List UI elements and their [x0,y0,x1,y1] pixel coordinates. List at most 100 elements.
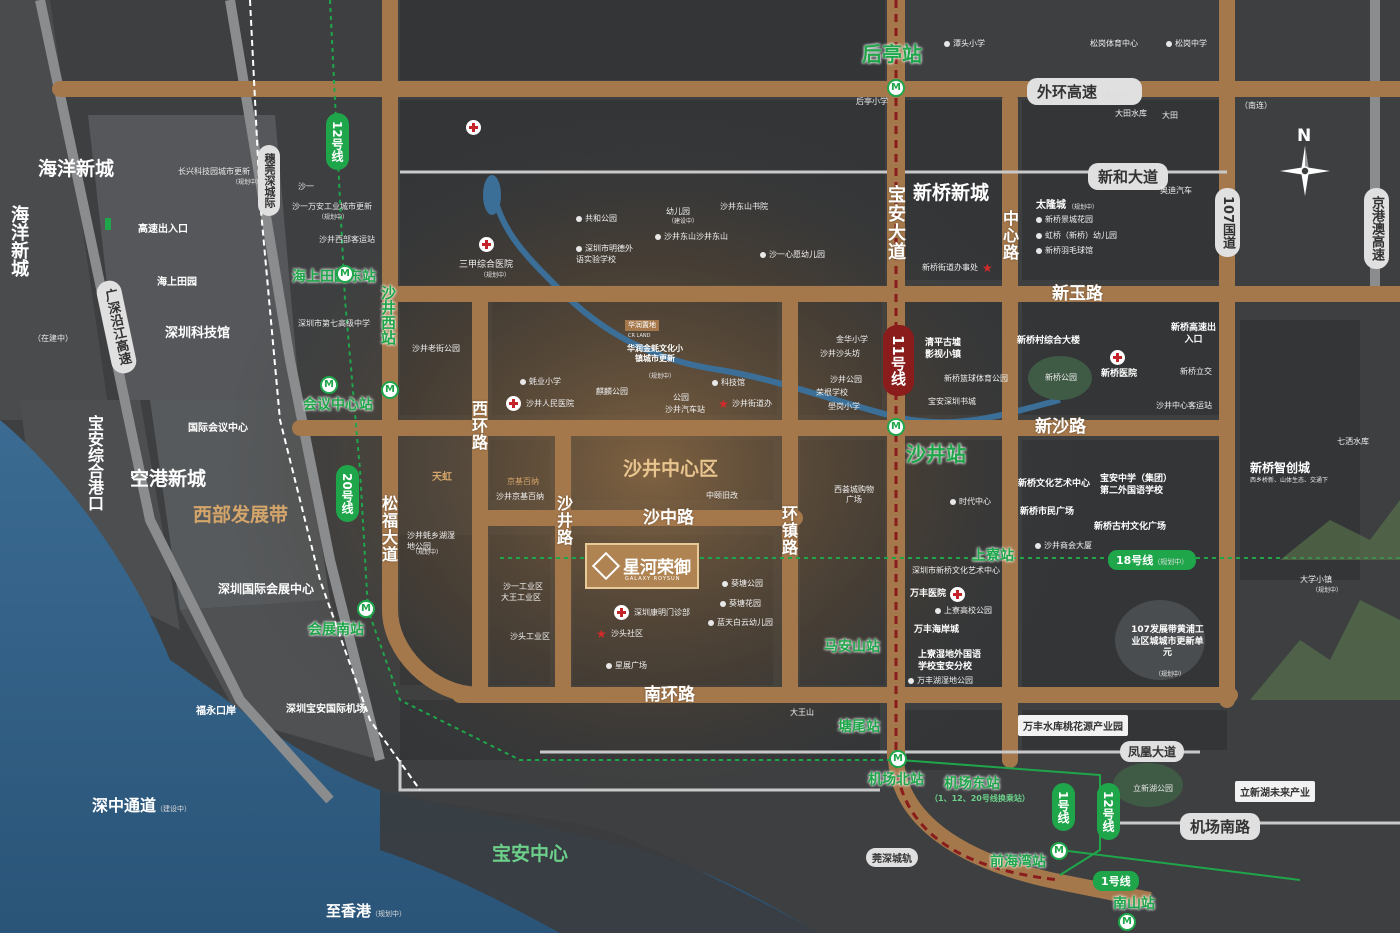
poi-jinhua: 金华小学 [836,335,868,344]
poi-taipu: 太隆城 [1036,200,1066,211]
poi-shangliao-foreign: 上寮湿地外国语学校宝安分校 [918,650,982,672]
poi-guangyuan: 沙一工业区 [503,582,543,591]
gaosu-exit-icon: ▮ [105,218,111,230]
poi-gaosu-exit: 高速出入口 [138,224,188,235]
poi-tech-museum: 深圳科技馆 [165,326,231,341]
poi-xinqiao-lan: 新桥篮球体育公园 [944,374,1008,383]
huarun-logo-en: CR LAND [628,333,651,339]
poi-fuyong-port: 福永口岸 [196,706,236,717]
poi-badminton: 新桥羽毛球馆 [1036,247,1093,255]
baoan-coast [380,790,820,933]
poi-xingzhan: 星展广场 [606,662,647,670]
road-jichang-nan: 机场南路 [1180,813,1261,840]
compass-rose-icon [1280,146,1330,196]
poi-xinyi-kinder: 沙一心愿幼儿园 [760,251,825,259]
road-huanzhen: 环镇路 [779,505,798,556]
poi-shajing-xibu: 沙井西部客运站 [319,235,375,244]
lake [483,175,501,215]
poi-shajing-bus: 沙井中心客运站 [1156,401,1212,410]
poi-shayiqiao: 沙井蚝乡湖湿地公园 [407,531,455,552]
project-xinghe-rongyu[interactable]: 星河荣御 GALAXY ROYSUN [585,543,699,589]
poi-xi-mall: 西荟城购物广场 [834,485,874,505]
poi-shajing-shang: 沙井商会大厦 [1035,542,1092,550]
poi-shayi-p: 沙一 [298,182,314,191]
station-jichang-bei: 机场北站 [868,772,924,788]
poi-no7-high: 深圳市第七高级中学 [298,319,370,328]
lixin-park-area [1113,763,1183,807]
road-xihuan: 西环路 [469,400,488,451]
poi-xinqiao-gym: 新桥景城花园 [1036,216,1093,224]
station-jichang-dong-note: （1、12、20号线换乘站） [930,794,1030,803]
poi-wanghuang: 壆岗小学 [828,402,860,411]
station-haishang: 海上田园东站 [292,269,376,285]
poi-shayi: 沙一万安工业城市更新 [292,202,372,211]
poi-hk-gaosu: （南连） [1240,101,1272,110]
hospital-icon-min [506,396,521,411]
station-nanshan: 南山站 [1113,896,1155,912]
area-konggang: 空港新城 [130,468,207,490]
poi-shatou-gong: 沙头工业区 [510,632,550,641]
poi-wenyue: 潭头小学 [944,40,985,48]
metro-icon-haishang: M [336,265,354,283]
station-huizhan-nan: 会展南站 [308,622,364,638]
haiyang-block [88,115,300,400]
poi-xinqiao-hosp: 新桥医院 [1101,369,1138,379]
area-haiyang-v: 海洋新城 [8,205,30,277]
area-zhichuang: 新桥智创城 [1250,461,1311,475]
metro-icon-jichangbei: M [889,750,907,768]
area-haiyang: 海洋新城 [38,158,115,180]
poi-kuitang-garden: 葵塘花园 [720,600,761,608]
poi-xinqiao-gu: 新桥古村文化广场 [1094,522,1167,532]
poi-rongzhong: 荣根学校 [816,388,848,397]
poi-xinqiao-exit: 新桥高速出入口 [1171,323,1217,345]
metro-icon-qianhai: M [1050,842,1068,860]
hospital-icon-1 [466,120,481,135]
line12b-badge: 12号线 [1097,783,1120,840]
hospital-icon-xinqiao [1110,350,1125,365]
guanshen-badge: 莞深城轨 [866,848,918,867]
station-houting: 后亭站 [862,42,922,66]
poi-qilin-park: 麒麟公园 [596,387,628,396]
poi-daxue: 大学小镇 [1300,575,1332,584]
line12-badge: 12号线 [326,113,349,170]
metro-icon-huizhan: M [357,600,375,618]
poi-lanbai: 蓝天白云幼儿园 [708,619,773,627]
poi-xinqiao-art: 新桥文化艺术中心 [1018,479,1091,489]
hospital-icon-wanfeng [950,587,965,602]
main-roads [52,0,1400,768]
station-shangliao: 上寮站 [972,548,1014,564]
road-shenzhong: 深中通道（建设中） [92,796,192,815]
poi-tianhong: 天虹 [432,472,452,483]
area-xinqiao: 新桥新城 [913,182,990,204]
poi-dawang: 大王山 [790,708,814,717]
hospital-icon-sanjia [479,237,494,252]
poi-sanjia-note: （规划中） [480,272,511,279]
poi-sanjia: 三甲综合医院 [459,260,514,270]
suiguan-badge: 穗莞深城际 [258,145,280,216]
poi-aoti: 奥迪汽车 [1160,186,1192,195]
poi-jinghe: 沙井京基百纳 [496,492,544,501]
poi-haishang-park: 海上田园 [157,277,197,288]
baoan-dadao-end [888,759,1152,908]
road-waihuan: 外环高速（建设中） [1027,78,1143,105]
road-107: 107国道 [1215,188,1240,258]
area-shajing-center: 沙井中心区 [623,458,719,480]
poi-shayiqiao-note: （规划中） [412,549,443,556]
road-shajing: 沙井路 [554,495,573,546]
poi-youeryuan-note: （建设中） [668,218,699,225]
compass: N [1278,126,1332,196]
poi-daxue-note: （规划中） [1312,587,1343,594]
area-zhichuang-sub: 西乡桥新、山体生态、交通下 [1250,477,1329,484]
poi-songgang-mid: 松岗中学 [1166,40,1207,48]
poi-wanfeng-park: 万丰湖湿地公园 [908,677,973,685]
poi-xinqiao-wenhua: 深圳市新桥文化艺术中心 [912,566,1000,575]
metro-icon-shajingxi: M [381,381,399,399]
poi-tech-hall: 科技馆 [712,379,745,387]
road-songfu: 松福大道 [379,495,398,563]
poi-taipu-note: （规划中） [1068,204,1099,211]
station-shajing-xi: 沙井西站 [379,285,397,345]
poi-xinqiao-office: 新桥街道办事处 [922,263,978,272]
star-shajing-office: ★ [718,397,729,411]
